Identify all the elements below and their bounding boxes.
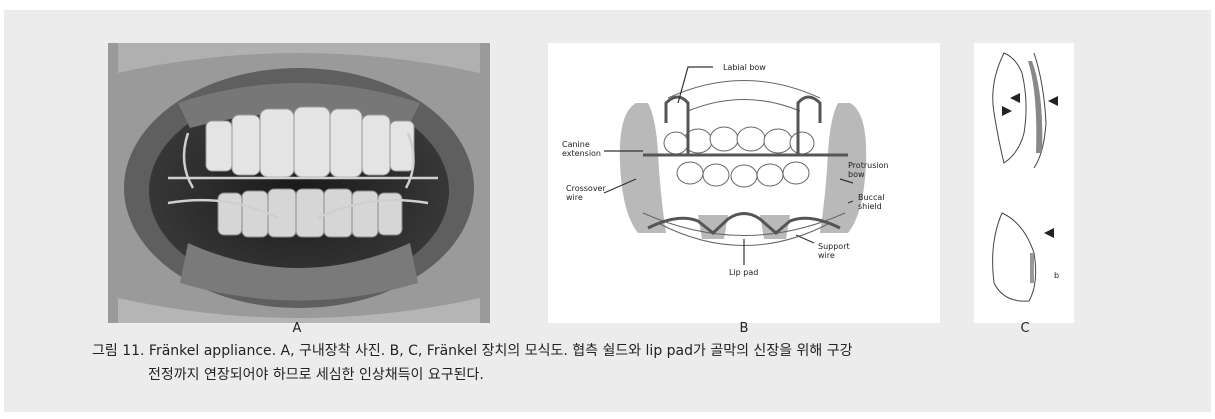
label-lip-pad: Lip pad [729, 268, 758, 277]
lower-support-wire [648, 214, 840, 234]
label-c-b: b [1054, 271, 1059, 280]
figure-caption: 그림 11. Fränkel appliance. A, 구내장착 사진. B,… [92, 339, 1152, 387]
figure-b-letter: B [724, 321, 764, 336]
figure-a-letter: A [277, 321, 317, 336]
caption-line-2: 전정까지 연장되어야 하므로 세심한 인상채득이 요구된다. [92, 363, 1152, 387]
figure-a-photo [108, 43, 490, 323]
figure-panel: A [4, 10, 1211, 412]
figure-c-diagram: b [974, 43, 1074, 323]
label-labial-bow: Labial bow [723, 63, 766, 72]
figure-c-letter: C [1005, 321, 1045, 336]
lip-pad-left [698, 215, 728, 239]
lip-pad-right [760, 215, 790, 239]
caption-line-1: 그림 11. Fränkel appliance. A, 구내장착 사진. B,… [92, 339, 1152, 363]
